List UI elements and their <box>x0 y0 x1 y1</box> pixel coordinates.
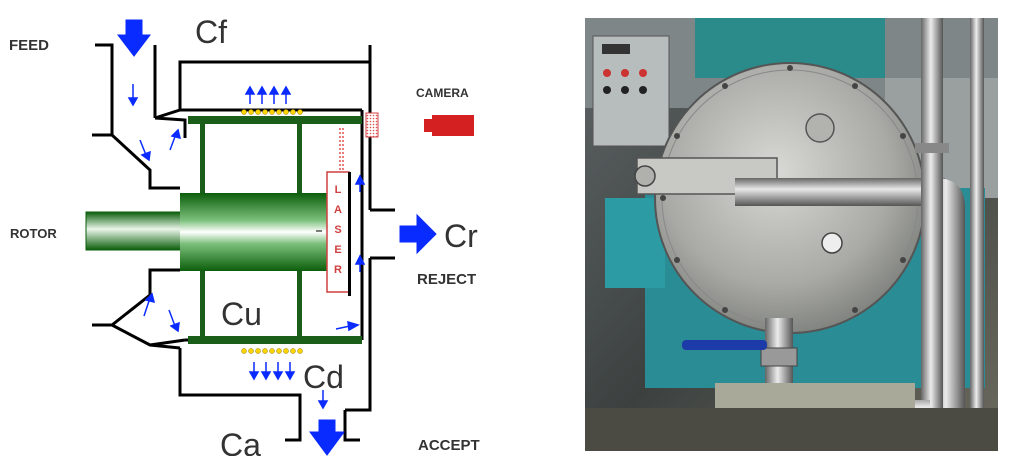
housing-outline <box>92 43 395 442</box>
upper-concentration-label: Cu <box>221 296 262 332</box>
reject-flow-arrow <box>399 213 437 255</box>
rotor-drum <box>180 193 330 271</box>
rotor-label: ROTOR <box>10 226 57 241</box>
camera-icon <box>424 115 474 136</box>
rotor-assembly <box>85 193 330 271</box>
down-concentration-label: Cd <box>303 359 344 395</box>
feed-flow-arrow <box>116 19 152 57</box>
feed-concentration-label: Cf <box>195 14 227 50</box>
camera-window <box>365 112 379 138</box>
laser-letter: E <box>334 244 341 256</box>
reject-concentration-label: Cr <box>444 218 478 254</box>
laser-unit: L A S E R <box>326 128 351 296</box>
feed-label: FEED <box>9 37 49 54</box>
photo-illustration <box>585 18 998 451</box>
rotor-shaft <box>85 211 185 251</box>
pressure-screen-photo <box>585 18 998 451</box>
accept-flow-arrow <box>309 419 345 456</box>
accept-concentration-label: Ca <box>220 427 261 456</box>
accept-label: ACCEPT <box>418 437 480 454</box>
laser-letter: A <box>334 204 342 216</box>
camera-label: CAMERA <box>416 86 469 100</box>
laser-letter: R <box>334 264 342 276</box>
laser-letter: S <box>334 224 341 236</box>
pressure-screen-diagram: L A S E R <box>9 14 480 456</box>
screen-openings-top <box>241 109 303 115</box>
reject-label: REJECT <box>417 271 476 288</box>
laser-letter: L <box>335 184 342 196</box>
flow-arrows <box>116 19 437 456</box>
screen-openings-bottom <box>241 348 303 354</box>
